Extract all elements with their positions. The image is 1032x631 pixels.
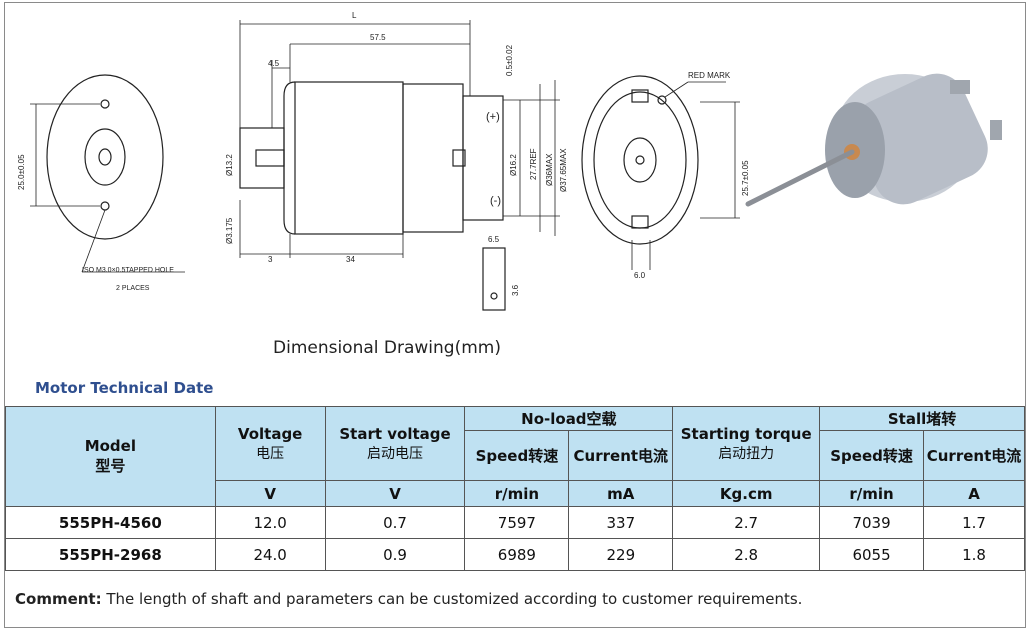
cell-stall-speed: 7039 (819, 506, 924, 539)
header-no-load-current: Current电流 (568, 430, 674, 481)
dim-label-25-7: 25.7±0.05 (741, 160, 750, 196)
front-end-view (30, 74, 185, 273)
header-start-voltage-cn: 启动电压 (367, 445, 424, 462)
header-no-load: No-load空载 (464, 406, 674, 431)
cell-current: 229 (568, 538, 674, 571)
unit-stall-speed: r/min (819, 480, 924, 507)
red-mark-label: RED MARK (688, 71, 731, 80)
cell-speed: 6989 (464, 538, 570, 571)
side-view (239, 20, 560, 311)
terminal-minus-label: (-) (490, 195, 501, 207)
cell-stall-speed: 6055 (819, 538, 924, 571)
tapped-hole-places: 2 PLACES (116, 285, 150, 292)
header-starting-torque: Starting torque 启动扭力 (672, 406, 821, 481)
dim-label-3-6: 3.6 (511, 284, 520, 296)
dim-label-0-5: 0.5±0.02 (505, 44, 514, 76)
comment: Comment: The length of shaft and paramet… (15, 590, 802, 608)
dim-label-dia-16: Ø16.2 (509, 154, 518, 176)
cell-torque: 2.7 (672, 506, 821, 539)
unit-current: mA (568, 480, 674, 507)
dim-label-4-5: 4.5 (268, 59, 280, 68)
cell-current: 337 (568, 506, 674, 539)
rear-end-view (581, 75, 740, 270)
unit-speed: r/min (464, 480, 570, 507)
dimensional-drawing: L 57.5 4.5 3 34 6.5 6.0 3.6 0.5±0.02 25.… (17, 11, 1002, 311)
table-row: 555PH-4560 12.0 0.7 7597 337 2.7 7039 1.… (5, 506, 1025, 539)
table-row: 555PH-2968 24.0 0.9 6989 229 2.8 6055 1.… (5, 538, 1025, 571)
dim-label-6-5: 6.5 (488, 235, 500, 244)
header-start-voltage-label: Start voltage (339, 424, 451, 443)
page-frame (4, 2, 1026, 628)
unit-stall-current: A (923, 480, 1025, 507)
dim-label-27-7: 27.7REF (529, 148, 538, 180)
header-model-label: Model (84, 437, 136, 455)
cell-stall-current: 1.8 (923, 538, 1025, 571)
motor-product-image (745, 73, 1002, 207)
cell-start-voltage: 0.7 (324, 506, 466, 539)
tapped-hole-note: ISO M3.0×0.5TAPPED HOLE (82, 267, 174, 274)
unit-start-voltage: V (324, 480, 466, 507)
header-starting-torque-label: Starting torque (680, 424, 812, 443)
cell-voltage: 24.0 (214, 538, 326, 571)
dim-label-6-0: 6.0 (634, 271, 646, 280)
header-voltage-label: Voltage (237, 424, 303, 443)
header-start-voltage: Start voltage 启动电压 (324, 406, 466, 481)
header-starting-torque-cn: 启动扭力 (718, 445, 775, 462)
dim-label-dia-3175: Ø3.175 (225, 217, 234, 244)
section-title: Motor Technical Date (35, 379, 214, 397)
cell-speed: 7597 (464, 506, 570, 539)
cell-start-voltage: 0.9 (324, 538, 466, 571)
unit-voltage: V (214, 480, 326, 507)
unit-torque: Kg.cm (672, 480, 821, 507)
cell-model: 555PH-4560 (5, 506, 216, 539)
header-model-cn: 型号 (95, 457, 126, 475)
dim-label-dia-37-65: Ø37.65MAX (559, 148, 568, 192)
header-model: Model 型号 (5, 406, 216, 507)
header-stall: Stall堵转 (819, 406, 1025, 431)
dim-label-34: 34 (346, 255, 355, 264)
comment-label: Comment: (15, 590, 102, 608)
cell-stall-current: 1.7 (923, 506, 1025, 539)
comment-text: The length of shaft and parameters can b… (106, 590, 803, 608)
header-voltage: Voltage 电压 (214, 406, 326, 481)
dim-label-25-0: 25.0±0.05 (17, 154, 26, 190)
dim-label-3: 3 (268, 255, 273, 264)
dim-label-dia-13: Ø13.2 (225, 154, 234, 176)
header-stall-speed: Speed转速 (819, 430, 924, 481)
cell-model: 555PH-2968 (5, 538, 216, 571)
cell-voltage: 12.0 (214, 506, 326, 539)
dim-label-dia-36: Ø36MAX (545, 153, 554, 186)
cell-torque: 2.8 (672, 538, 821, 571)
dim-label-57-5: 57.5 (370, 33, 386, 42)
header-no-load-speed: Speed转速 (464, 430, 570, 481)
header-voltage-cn: 电压 (256, 445, 285, 462)
terminal-plus-label: (+) (486, 111, 500, 123)
drawing-caption: Dimensional Drawing(mm) (273, 338, 501, 358)
header-stall-current: Current电流 (923, 430, 1025, 481)
motor-spec-table: Model 型号 Voltage 电压 Start voltage 启动电压 N… (5, 406, 1025, 571)
dim-label-l: L (352, 11, 357, 20)
